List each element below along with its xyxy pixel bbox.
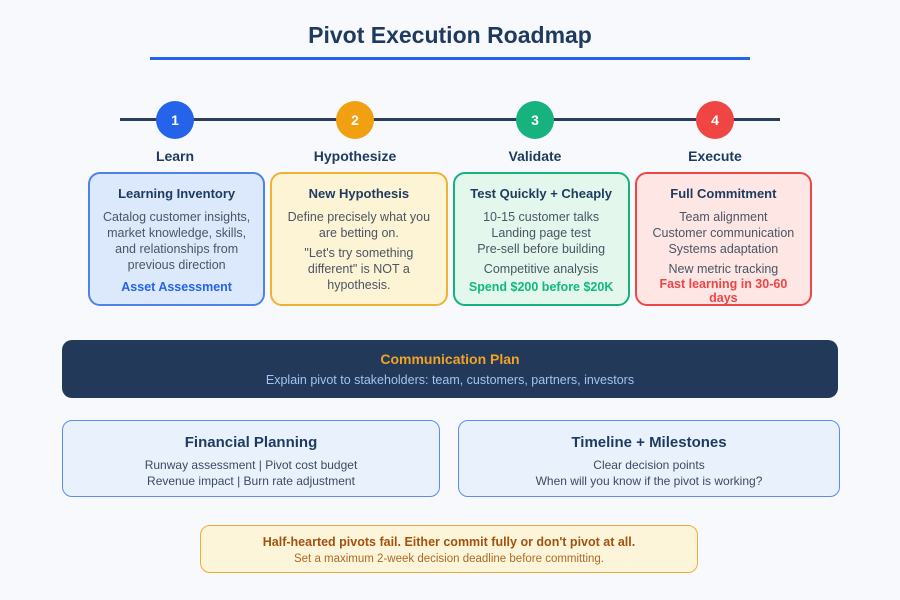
communication-plan-banner: Communication Plan Explain pivot to stak… bbox=[62, 340, 838, 398]
card-extra-item: New metric tracking bbox=[668, 262, 779, 276]
warning-box: Half-hearted pivots fail. Either commit … bbox=[200, 525, 698, 573]
timeline-step-learn: 1 Learn bbox=[115, 101, 235, 164]
step-3-label: Validate bbox=[508, 148, 562, 164]
financial-line-2: Revenue impact | Burn rate adjustment bbox=[147, 474, 355, 488]
step-2-circle: 2 bbox=[336, 101, 374, 139]
step-1-circle: 1 bbox=[156, 101, 194, 139]
financial-planning-card: Financial Planning Runway assessment | P… bbox=[62, 420, 440, 497]
timeline-line bbox=[120, 118, 780, 121]
card-body: Define precisely what you are betting on… bbox=[287, 210, 431, 240]
communication-plan-subtitle: Explain pivot to stakeholders: team, cus… bbox=[265, 373, 635, 387]
card-test-quickly-cheaply: Test Quickly + Cheaply 10-15 customer ta… bbox=[452, 172, 630, 306]
milestones-line-1: Clear decision points bbox=[593, 458, 705, 472]
card-list-item: 10-15 customer talks bbox=[483, 210, 600, 224]
card-title: Learning Inventory bbox=[118, 186, 236, 201]
financial-line-1: Runway assessment | Pivot cost budget bbox=[144, 458, 358, 472]
timeline-milestones-card: Timeline + Milestones Clear decision poi… bbox=[458, 420, 840, 497]
card-new-hypothesis: New Hypothesis Define precisely what you… bbox=[270, 172, 448, 306]
communication-plan-title: Communication Plan bbox=[380, 351, 520, 367]
warning-subtitle: Set a maximum 2-week decision deadline b… bbox=[293, 553, 604, 565]
card-full-commitment: Full Commitment Team alignment Customer … bbox=[634, 172, 812, 306]
step-1-label: Learn bbox=[155, 148, 195, 164]
step-3-circle: 3 bbox=[516, 101, 554, 139]
card-body-note: "Let's try something different" is NOT a… bbox=[304, 246, 414, 292]
card-footer: Spend $200 before $20K bbox=[468, 280, 614, 294]
card-list-item: Team alignment bbox=[679, 210, 768, 224]
card-title: New Hypothesis bbox=[308, 186, 410, 201]
financial-planning-title: Financial Planning bbox=[184, 434, 318, 451]
timeline-step-hypothesize: 2 Hypothesize bbox=[295, 101, 415, 164]
page-title: Pivot Execution Roadmap bbox=[308, 22, 592, 48]
card-title: Full Commitment bbox=[670, 186, 777, 201]
card-list-item: Pre-sell before building bbox=[477, 242, 606, 256]
timeline-milestones-title: Timeline + Milestones bbox=[571, 434, 727, 451]
title-underline bbox=[150, 57, 750, 60]
step-2-label: Hypothesize bbox=[313, 148, 397, 164]
card-extra-item: Competitive analysis bbox=[483, 262, 599, 276]
card-footer: Asset Assessment bbox=[121, 280, 232, 294]
card-body: Catalog customer insights, market knowle… bbox=[102, 210, 251, 272]
card-title: Test Quickly + Cheaply bbox=[470, 186, 612, 201]
timeline-step-execute: 4 Execute bbox=[655, 101, 775, 164]
card-list: 10-15 customer talks Landing page test P… bbox=[464, 209, 619, 257]
card-list-item: Landing page test bbox=[491, 226, 591, 240]
milestones-line-2: When will you know if the pivot is worki… bbox=[535, 474, 763, 488]
step-4-circle: 4 bbox=[696, 101, 734, 139]
step-cards-row: Learning Inventory Catalog customer insi… bbox=[88, 172, 812, 306]
card-list-item: Systems adaptation bbox=[668, 242, 779, 256]
timeline-step-validate: 3 Validate bbox=[475, 101, 595, 164]
step-4-label: Execute bbox=[688, 148, 742, 164]
card-list: Team alignment Customer communication Sy… bbox=[646, 209, 801, 257]
card-footer: Fast learning in 30-60 days bbox=[659, 277, 788, 305]
warning-title: Half-hearted pivots fail. Either commit … bbox=[262, 535, 636, 549]
card-list-item: Customer communication bbox=[652, 226, 795, 240]
card-learning-inventory: Learning Inventory Catalog customer insi… bbox=[88, 172, 266, 306]
